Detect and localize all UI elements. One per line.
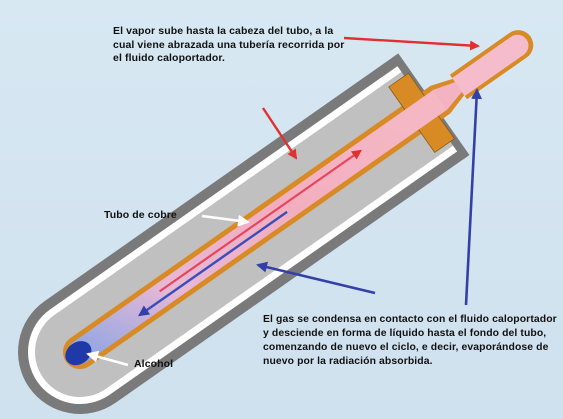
vapor-head [452,34,529,97]
copper-callout-arrow [201,214,250,227]
gas-callout-arrow [256,261,376,295]
alcohol-callout-arrow [86,350,129,367]
vapor-callout-arrow [343,36,480,51]
gas-annotation: El gas se condensa en contacto con el fl… [263,314,557,367]
vapor-annotation: El vapor sube hasta la cabeza del tubo, … [113,25,345,64]
condense-callout-arrow [464,88,483,306]
rising-vapor-arrow [158,149,362,293]
alcohol-label: Alcohol [134,358,174,370]
alcohol-pool [65,341,92,366]
vapor-path-arrow [261,107,298,160]
descending-liquid-arrow [137,210,288,317]
copper-tube-label: Tubo de cobre [104,209,177,221]
